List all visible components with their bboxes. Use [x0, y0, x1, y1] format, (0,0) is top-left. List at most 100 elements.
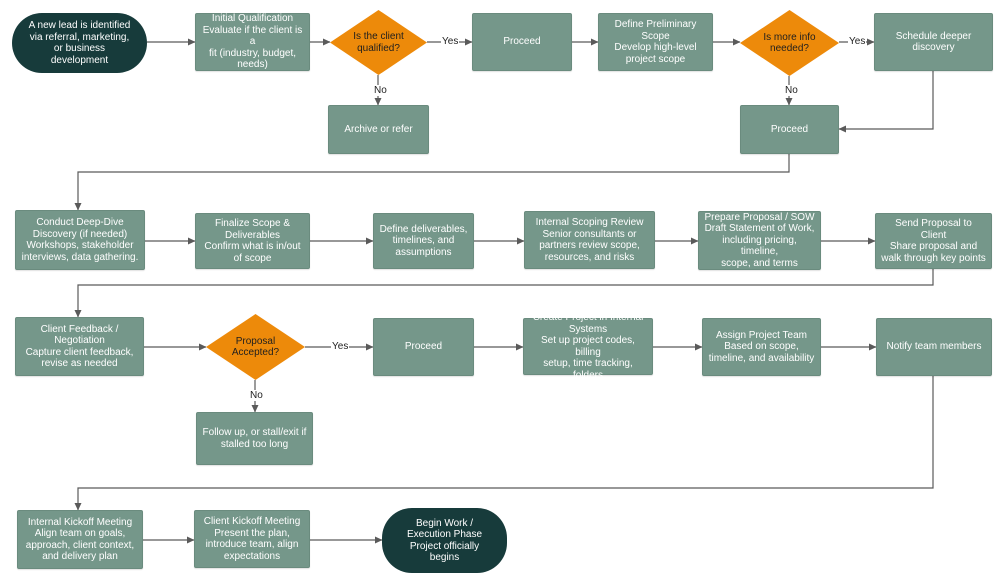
node-text-line: Negotiation	[54, 335, 105, 346]
qualified-no-label: No	[373, 85, 388, 96]
node-text-line: introduce team, align	[205, 539, 299, 550]
node-text-line: needed?	[770, 43, 809, 54]
edge-notify-to-kickoff	[74, 376, 934, 511]
node-text-line: Client Feedback /	[40, 323, 119, 335]
node-text: Proceed	[771, 124, 808, 136]
node-text-line: Share proposal and	[889, 241, 978, 252]
node-text-line: A new lead is identified	[28, 20, 131, 31]
node-text-line: Workshops, stakeholder	[26, 240, 134, 251]
node-text-line: including pricing, timeline,	[722, 234, 797, 258]
node-text-line: resources, and risks	[544, 251, 635, 263]
node-text: Notify team members	[886, 341, 981, 353]
node-text-line: Internal Kickoff Meeting	[27, 516, 133, 528]
node-text-line: Define Preliminary	[614, 19, 697, 30]
proceed-step-1: Proceed	[472, 13, 572, 71]
node-text-line: Is the client	[353, 31, 404, 42]
node-text-line: revise as needed	[41, 358, 118, 369]
node-text: Proceed	[503, 36, 540, 48]
node-text-line: Initial Qualification	[211, 13, 294, 25]
node-text-line: Proceed	[503, 36, 541, 48]
node-text-line: Evaluate if the client is a	[202, 24, 303, 48]
node-text-line: qualified?	[357, 42, 400, 54]
node-text-line: Send Proposal to Client	[895, 218, 972, 241]
edge-proceed-to-deep-dive	[74, 154, 790, 211]
notify-team-step: Notify team members	[876, 318, 992, 376]
node-text-line: Conduct Deep-Dive	[36, 217, 124, 228]
more-info-diamond	[740, 10, 839, 76]
node-text-line: fit (industry, budget,	[208, 47, 297, 59]
node-text-line: Prepare Proposal / SOW	[704, 211, 815, 223]
node-text-line: Based on scope,	[724, 341, 799, 353]
node-text-line: Follow up, or stall/exit if	[202, 427, 307, 438]
node-text-line: Proceed	[404, 341, 443, 353]
edge-schedule-to-proceed	[838, 71, 934, 133]
node-text-line: Senior consultants or	[542, 228, 637, 240]
proposal-accepted-decision	[206, 314, 305, 380]
node-text-line: Discovery (if needed)	[32, 228, 128, 240]
node-text-line: interviews, data gathering.	[21, 251, 139, 263]
node-text-line: Align team on goals,	[34, 528, 126, 539]
proceed-step-3: Proceed	[373, 318, 474, 376]
client-qualified-decision	[330, 10, 427, 75]
node-text-line: Scope	[641, 30, 670, 42]
proposal-accepted-diamond	[206, 314, 305, 380]
node-text-line: Accepted?	[231, 347, 280, 358]
node-text-line: Develop high-level	[614, 42, 697, 53]
node-text-line: Capture client feedback,	[25, 346, 134, 358]
node-text-line: Begin Work /	[415, 517, 474, 529]
node-text-line: Execution Phase	[406, 529, 483, 540]
node-text-line: or business	[53, 43, 106, 54]
node-text-line: approach, client context,	[25, 539, 135, 551]
node-text-line: development	[50, 54, 109, 66]
node-text-line: Is more info	[763, 31, 816, 43]
node-text-line: Proposal	[235, 335, 276, 347]
node-text-line: Define deliverables,	[379, 223, 468, 235]
node-text-line: Draft Statement of Work,	[704, 223, 815, 235]
node-text-line: assumptions	[395, 246, 452, 258]
node-text-line: and delivery plan	[42, 551, 118, 562]
node-text-line: timelines, and	[392, 235, 455, 247]
accepted-no-label: No	[249, 390, 264, 401]
node-text-line: discovery	[912, 42, 955, 53]
edge-send-to-feedback	[74, 269, 934, 318]
more-info-no-label: No	[784, 85, 799, 96]
node-text-line: scope, and terms	[721, 257, 798, 269]
proceed-step-2: Proceed	[740, 105, 839, 154]
more-info-decision	[740, 10, 839, 76]
node-text-line: timeline, and availability	[708, 352, 815, 364]
node-text-line: Client Kickoff Meeting	[203, 516, 301, 527]
node-text-line: expectations	[223, 550, 281, 562]
node-text-line: of scope	[233, 252, 272, 264]
node-text-line: Set up project codes, billing	[541, 335, 635, 358]
node-text-line: Present the plan,	[214, 527, 290, 539]
node-text-line: Internal Scoping Review	[535, 217, 644, 228]
node-text-line: Notify team members	[886, 341, 982, 353]
qualified-yes-label: Yes	[441, 36, 460, 47]
node-text-line: Archive or refer	[344, 123, 413, 135]
node-text-line: begins	[429, 552, 460, 563]
node-text-line: partners review scope,	[539, 240, 640, 251]
